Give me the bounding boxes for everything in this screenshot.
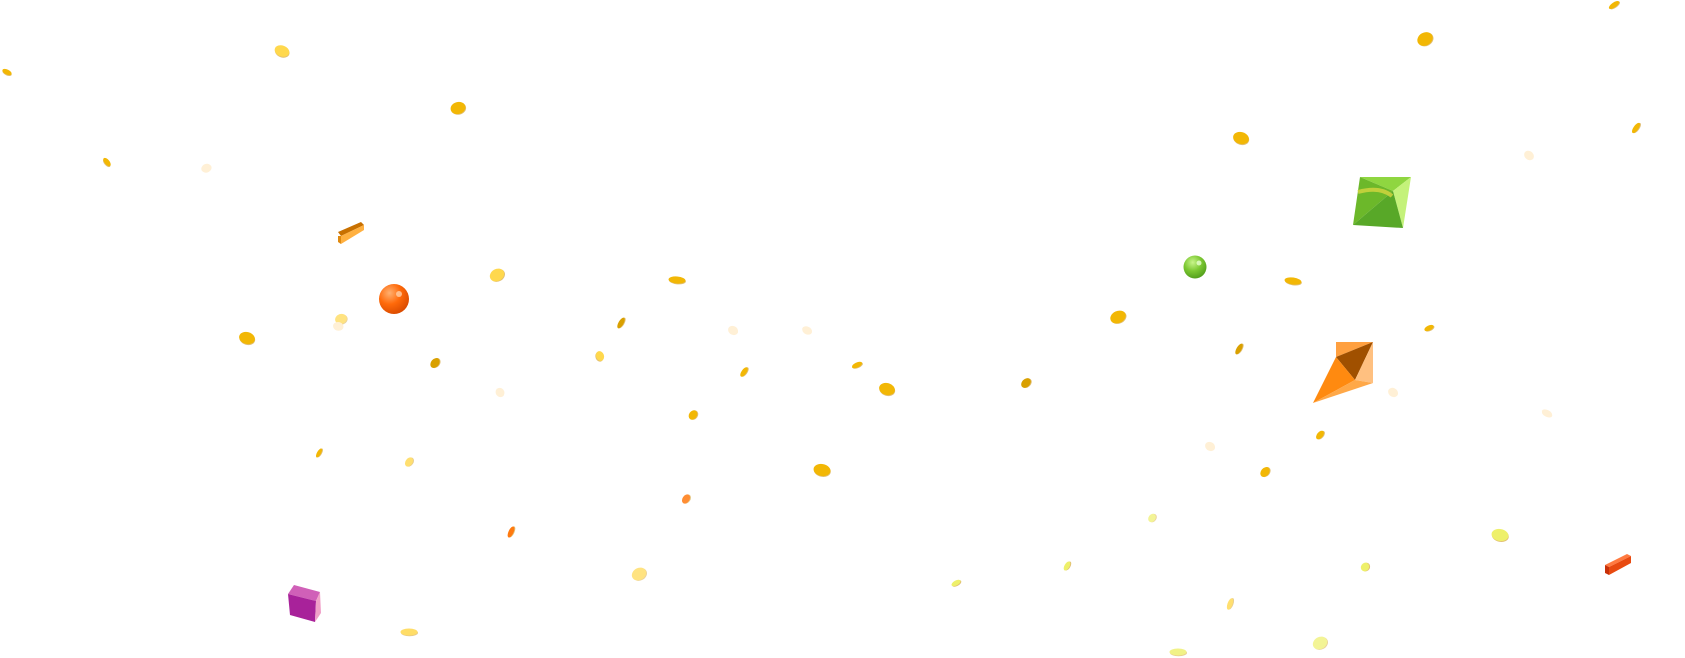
coin-icon bbox=[1312, 636, 1328, 650]
coin-icon bbox=[617, 317, 626, 329]
coin-icon bbox=[668, 276, 686, 285]
coin-icon bbox=[879, 382, 896, 397]
coin-icon bbox=[1631, 122, 1641, 134]
coin-icon bbox=[1608, 0, 1620, 10]
coin-icon bbox=[851, 361, 863, 369]
coin-icon bbox=[201, 163, 212, 173]
orange-bar-icon bbox=[338, 222, 364, 244]
coin-icon bbox=[489, 268, 505, 282]
coin-icon bbox=[333, 322, 344, 331]
coin-icon bbox=[1524, 150, 1534, 161]
coin-icon bbox=[274, 45, 290, 58]
coin-icon bbox=[813, 463, 831, 477]
coin-icon bbox=[315, 448, 323, 458]
coin-icon bbox=[1360, 562, 1371, 572]
coin-icon bbox=[507, 526, 516, 538]
coin-icon bbox=[1260, 467, 1271, 478]
coin-icon bbox=[1021, 378, 1032, 389]
coin-icon bbox=[404, 457, 414, 467]
magenta-cube-icon bbox=[288, 585, 321, 622]
coin-icon bbox=[1110, 310, 1127, 324]
green-sphere-icon bbox=[1183, 255, 1207, 279]
coin-icon bbox=[1205, 441, 1216, 452]
coin-icon bbox=[1063, 561, 1072, 571]
coin-icon bbox=[951, 579, 962, 587]
coin-icon bbox=[102, 157, 111, 168]
green-octahedron-icon bbox=[1353, 177, 1411, 228]
coin-icon bbox=[239, 331, 256, 346]
coin-icon bbox=[1417, 32, 1434, 47]
coin-icon bbox=[681, 494, 691, 504]
coin-layer bbox=[2, 0, 1641, 657]
coin-icon bbox=[400, 628, 418, 637]
coin-icon bbox=[802, 326, 813, 335]
coin-icon bbox=[450, 101, 467, 115]
coin-icon bbox=[495, 387, 505, 398]
coin-icon bbox=[2, 68, 12, 77]
coin-icon bbox=[1235, 343, 1244, 355]
coin-icon bbox=[728, 325, 739, 336]
coin-icon bbox=[1541, 409, 1553, 418]
coin-icon bbox=[1424, 324, 1435, 332]
coin-icon bbox=[1148, 513, 1157, 523]
coin-icon bbox=[1169, 648, 1187, 657]
coin-icon bbox=[1491, 528, 1509, 542]
coin-icon bbox=[1316, 430, 1325, 440]
coin-icon bbox=[1233, 131, 1250, 146]
orange-sphere-icon bbox=[379, 284, 409, 314]
coin-icon bbox=[1226, 598, 1235, 610]
orange-octahedron-icon bbox=[1313, 342, 1373, 403]
coin-icon bbox=[595, 351, 605, 362]
coin-icon bbox=[688, 410, 699, 420]
coin-icon bbox=[1284, 277, 1302, 286]
coin-icon bbox=[631, 567, 647, 581]
coin-icon bbox=[430, 358, 441, 369]
coin-icon bbox=[1388, 387, 1398, 398]
coin-icon bbox=[740, 367, 749, 377]
red-bar-icon bbox=[1605, 554, 1631, 575]
